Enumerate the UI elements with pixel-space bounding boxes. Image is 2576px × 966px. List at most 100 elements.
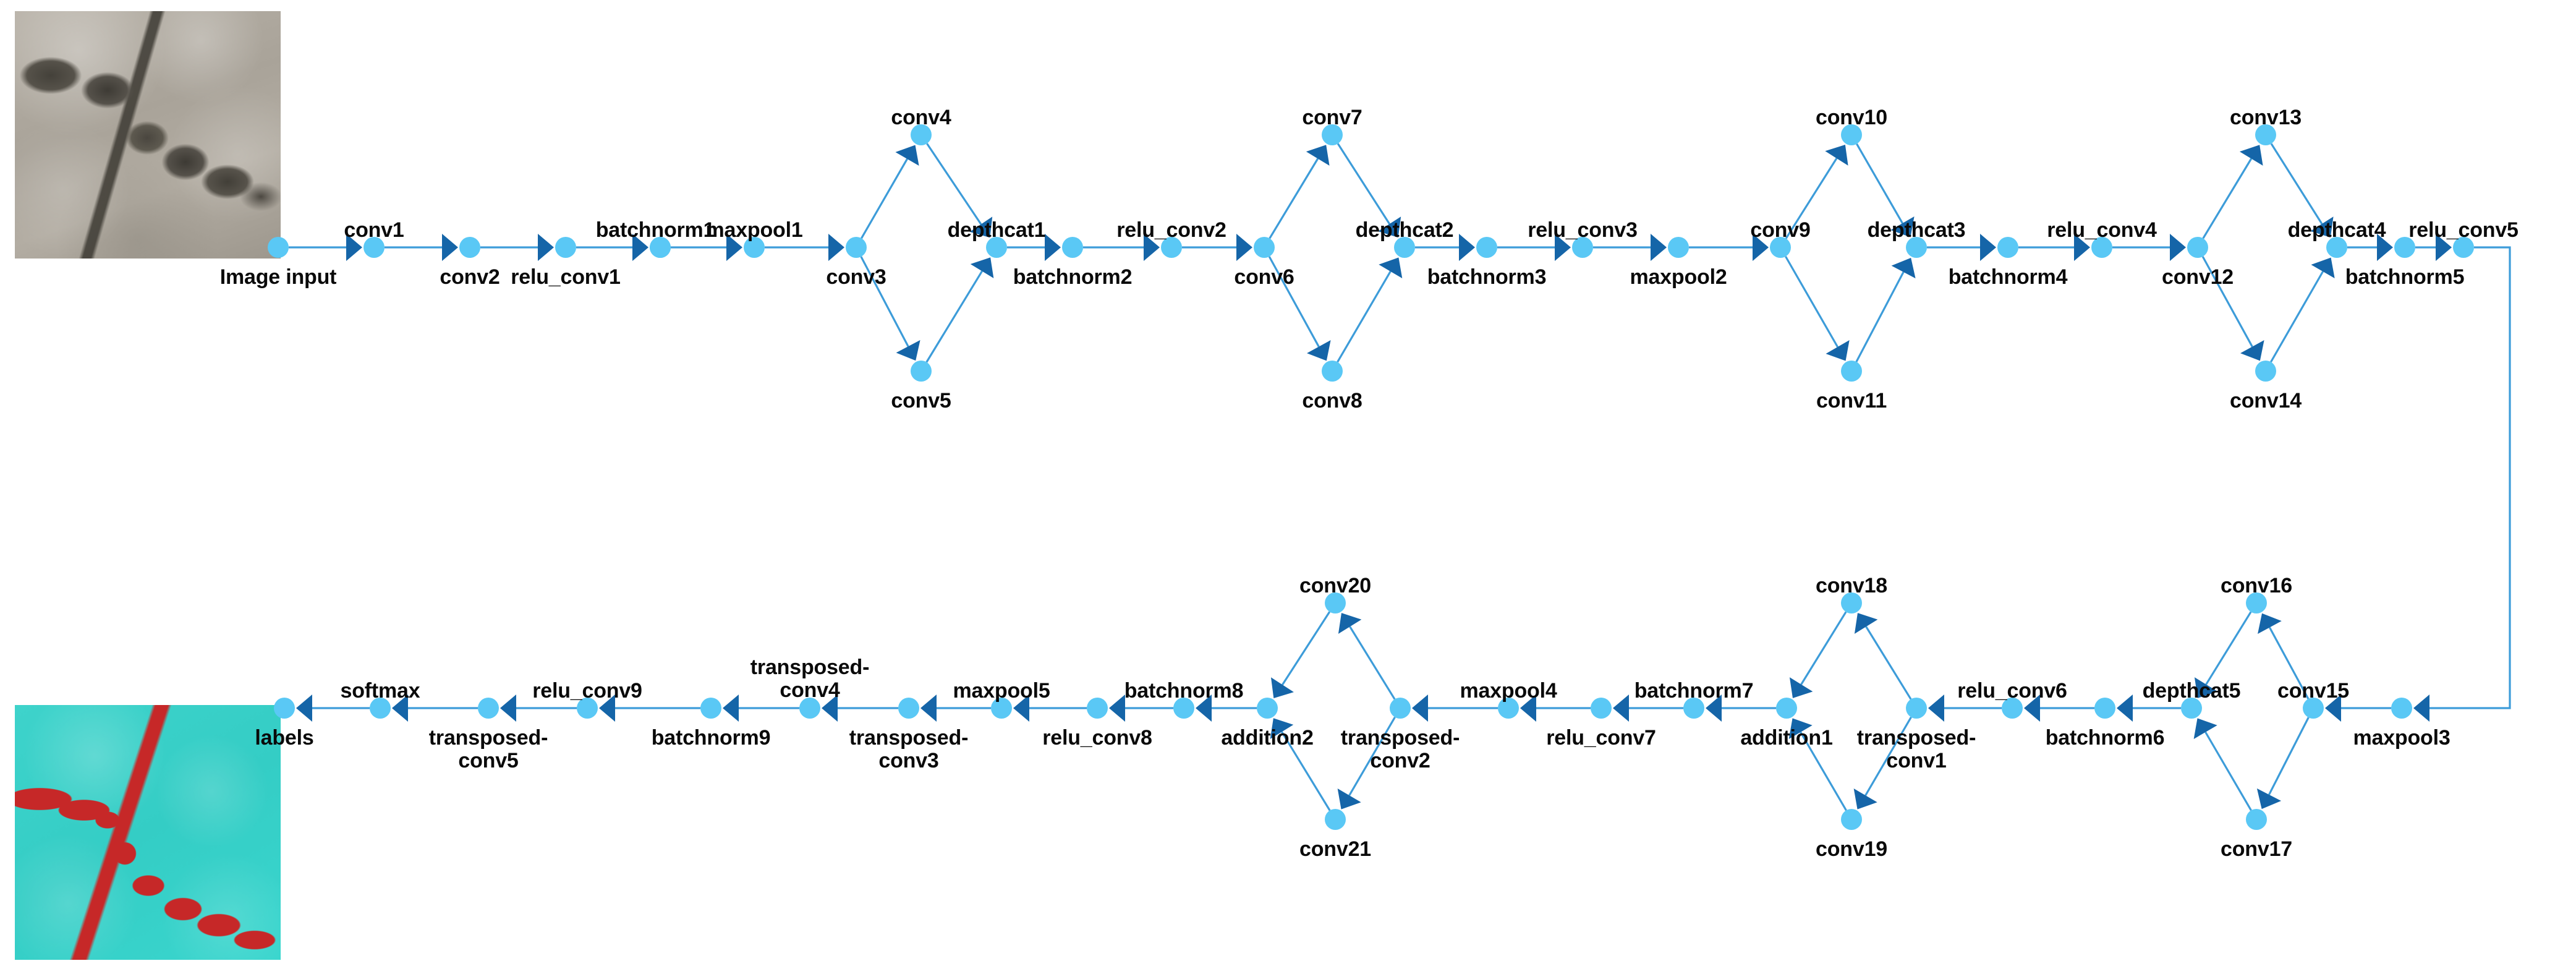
node-label-conv10: conv10 [1816,106,1887,129]
node-label-depthcat1: depthcat1 [947,218,1046,242]
graph-node-conv2[interactable] [459,237,480,258]
graph-node-relu_conv2[interactable] [1161,237,1182,258]
graph-node-depthcat3[interactable] [1906,237,1927,258]
node-label-conv13: conv13 [2230,106,2302,129]
node-label-addition1: addition1 [1740,726,1833,750]
graph-node-conv14[interactable] [2255,361,2276,382]
graph-node-conv3[interactable] [846,237,867,258]
graph-node-transposedconv4[interactable] [799,698,820,719]
graph-node-conv1[interactable] [363,237,385,258]
graph-node-depthcat2[interactable] [1394,237,1415,258]
graph-node-relu_conv1[interactable] [555,237,576,258]
node-label-conv9: conv9 [1750,218,1811,242]
node-label-depthcat2: depthcat2 [1355,218,1454,242]
node-label-relu_conv6: relu_conv6 [1957,679,2067,703]
graph-node-conv21[interactable] [1325,809,1346,830]
graph-node-transposedconv2[interactable] [1390,698,1411,719]
node-label-batchnorm4: batchnorm4 [1948,265,2068,289]
node-label-batchnorm1: batchnorm1 [595,218,715,242]
node-label-relu_conv4: relu_conv4 [2047,218,2157,242]
graph-node-conv4[interactable] [911,124,932,145]
node-label-conv2: conv2 [440,265,500,289]
node-label-batchnorm9: batchnorm9 [651,726,771,750]
node-label-conv21: conv21 [1299,837,1371,861]
graph-node-relu_conv7[interactable] [1591,698,1612,719]
node-label-conv17: conv17 [2221,837,2292,861]
node-label-maxpool4: maxpool4 [1460,679,1557,703]
graph-node-maxpool1[interactable] [744,237,765,258]
graph-node-transposedconv5[interactable] [478,698,499,719]
graph-node-batchnorm2[interactable] [1062,237,1083,258]
graph-node-batchnorm4[interactable] [1997,237,2018,258]
graph-node-addition1[interactable] [1776,698,1797,719]
node-label-conv8: conv8 [1302,389,1362,412]
graph-node-batchnorm8[interactable] [1173,698,1194,719]
graph-node-conv6[interactable] [1254,237,1275,258]
graph-node-batchnorm5[interactable] [2394,237,2415,258]
graph-node-conv9[interactable] [1770,237,1791,258]
graph-node-conv20[interactable] [1325,592,1346,613]
graph-node-labels[interactable] [274,698,295,719]
node-label-addition2: addition2 [1221,726,1314,750]
graph-node-batchnorm9[interactable] [700,698,721,719]
input-image-thumbnail [15,11,281,259]
node-label-transposedconv1: transposed- conv1 [1856,726,1976,772]
graph-node-relu_conv6[interactable] [2002,698,2023,719]
graph-node-relu_conv8[interactable] [1087,698,1108,719]
node-label-batchnorm6: batchnorm6 [2045,726,2165,750]
graph-node-imageinput[interactable] [268,237,289,258]
graph-node-transposedconv3[interactable] [898,698,919,719]
graph-node-transposedconv1[interactable] [1906,698,1927,719]
graph-node-batchnorm6[interactable] [2094,698,2115,719]
node-label-relu_conv2: relu_conv2 [1116,218,1226,242]
node-label-relu_conv7: relu_conv7 [1546,726,1656,750]
node-label-conv18: conv18 [1816,574,1887,597]
graph-node-maxpool4[interactable] [1498,698,1519,719]
node-label-labels: labels [255,726,314,750]
label-image-thumbnail [15,705,281,960]
node-label-softmax: softmax [340,679,420,703]
graph-node-conv8[interactable] [1322,361,1343,382]
node-label-maxpool2: maxpool2 [1630,265,1727,289]
graph-node-maxpool5[interactable] [991,698,1012,719]
graph-node-relu_conv3[interactable] [1572,237,1593,258]
node-label-depthcat3: depthcat3 [1867,218,1966,242]
node-label-conv6: conv6 [1234,265,1294,289]
node-label-conv4: conv4 [891,106,951,129]
node-label-relu_conv8: relu_conv8 [1042,726,1152,750]
node-label-conv5: conv5 [891,389,951,412]
graph-node-batchnorm7[interactable] [1683,698,1704,719]
graph-node-maxpool3[interactable] [2391,698,2412,719]
graph-node-depthcat1[interactable] [986,237,1007,258]
graph-node-relu_conv9[interactable] [577,698,598,719]
graph-node-addition2[interactable] [1257,698,1278,719]
node-label-transposedconv3: transposed- conv3 [849,726,969,772]
graph-node-conv13[interactable] [2255,124,2276,145]
node-label-maxpool3: maxpool3 [2353,726,2451,750]
graph-node-batchnorm1b[interactable] [650,237,671,258]
node-label-conv19: conv19 [1816,837,1887,861]
graph-node-conv10[interactable] [1841,124,1862,145]
graph-node-depthcat4[interactable] [2326,237,2347,258]
graph-node-conv7[interactable] [1322,124,1343,145]
graph-node-conv19[interactable] [1841,809,1862,830]
graph-node-depthcat5[interactable] [2181,698,2202,719]
graph-node-conv17[interactable] [2246,809,2267,830]
graph-node-softmax[interactable] [370,698,391,719]
graph-node-maxpool2[interactable] [1668,237,1689,258]
graph-node-conv12[interactable] [2187,237,2208,258]
graph-node-conv18[interactable] [1841,592,1862,613]
graph-node-relu_conv4[interactable] [2091,237,2112,258]
node-label-conv11: conv11 [1816,389,1887,412]
graph-node-conv11[interactable] [1841,361,1862,382]
graph-node-relu_conv5[interactable] [2453,237,2474,258]
node-label-conv14: conv14 [2230,389,2302,412]
node-label-transposedconv5: transposed- conv5 [428,726,548,772]
node-label-batchnorm8: batchnorm8 [1124,679,1244,703]
graph-node-conv15[interactable] [2303,698,2324,719]
graph-node-conv16[interactable] [2246,592,2267,613]
graph-node-batchnorm3[interactable] [1476,237,1497,258]
node-label-conv16: conv16 [2221,574,2292,597]
graph-node-conv5[interactable] [911,361,932,382]
